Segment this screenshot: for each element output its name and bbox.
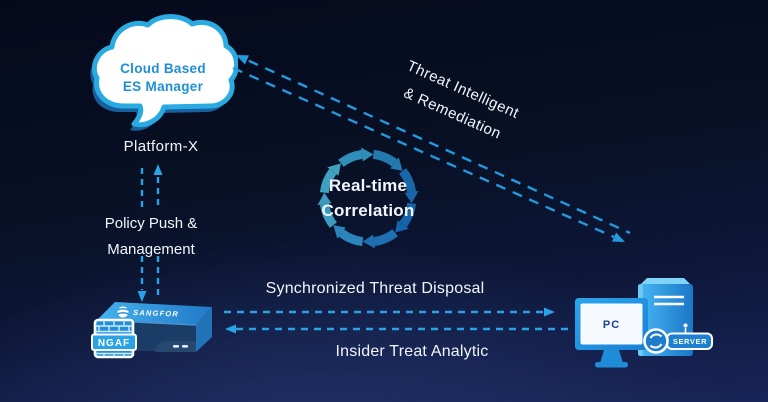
threat-intel-arrows <box>232 55 631 242</box>
svg-text:PC: PC <box>603 319 620 331</box>
arrow-to-cloud-head <box>236 55 249 65</box>
svg-text:NGAF: NGAF <box>98 338 130 349</box>
ngaf-badge: NGAF <box>91 318 137 359</box>
sangfor-logo: SANGFOR <box>117 306 179 319</box>
synchronized-threat-disposal-label: Synchronized Threat Disposal <box>265 280 485 297</box>
policy-push-arrows <box>137 164 163 302</box>
ring-line2: Correlation <box>321 201 415 220</box>
svg-text:SERVER: SERVER <box>673 337 707 346</box>
arrow-left-head <box>225 324 236 334</box>
arrow-to-pc-head <box>612 232 625 242</box>
cloud-title-line1: Cloud Based <box>120 61 206 76</box>
svg-text:SANGFOR: SANGFOR <box>133 308 179 319</box>
realtime-correlation-label: Real-time Correlation <box>305 173 431 223</box>
policy-line1: Policy Push & <box>104 215 198 232</box>
pc-server-icon: PC SERVER <box>575 278 713 368</box>
cloud-icon <box>90 14 238 131</box>
cloud-title-line2: ES Manager <box>122 79 204 94</box>
pc-monitor-icon: PC <box>575 298 648 368</box>
server-badge: SERVER <box>643 323 713 354</box>
policy-line2: Management <box>107 241 195 258</box>
ring-line1: Real-time <box>328 176 408 195</box>
arrow-right-head <box>544 307 555 317</box>
policy-push-label: Policy Push & Management <box>85 211 217 263</box>
firewall-appliance-icon: SANGFOR NGAF <box>91 302 212 359</box>
sync-insider-arrows <box>224 307 568 334</box>
arrow-down-head <box>137 291 147 302</box>
platform-x-label: Platform-X <box>123 138 199 155</box>
cloud-title: Cloud Based ES Manager <box>92 60 234 96</box>
arrow-up-head <box>153 164 163 175</box>
insider-treat-analytic-label: Insider Treat Analytic <box>335 343 489 360</box>
swirl-logo-icon <box>643 328 669 354</box>
